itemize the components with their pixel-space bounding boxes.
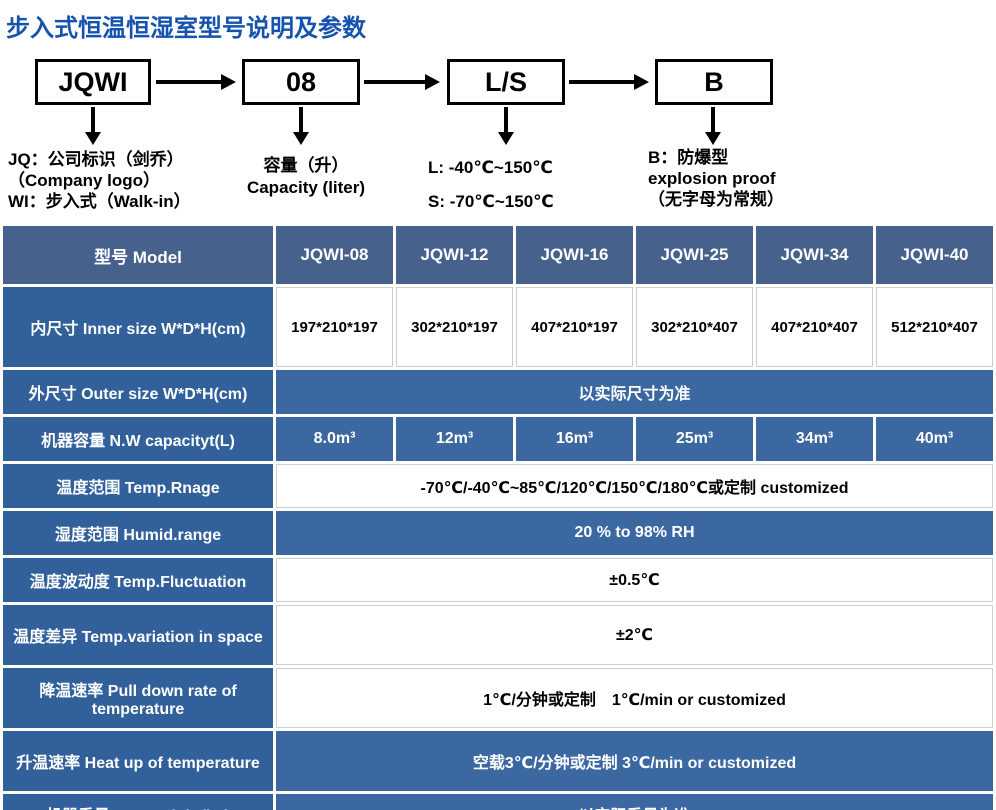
inner-size-value: 407*210*407 [756,287,873,367]
note-line: S: -70℃~150℃ [428,192,554,211]
note-line: （Company logo） [8,171,161,190]
row-label-pull-down-rate: 降温速率 Pull down rate of temperature [3,668,273,728]
row-label-partial: 机器重量 N.W weight(kg) [3,794,273,810]
table-row-partial: 机器重量 N.W weight(kg) 以实际重量为准 [3,794,993,810]
capacity-value: 8.0m³ [276,417,393,461]
pull-down-rate-value: 1℃/分钟或定制 1℃/min or customized [276,668,993,728]
note-line: （无字母为常规） [648,190,784,209]
row-label-humidity-range: 湿度范围 Humid.range [3,511,273,555]
row-label-inner-size: 内尺寸 Inner size W*D*H(cm) [3,287,273,367]
row-label-temp-fluctuation: 温度波动度 Temp.Fluctuation [3,558,273,602]
table-row-heat-up-rate: 升温速率 Heat up of temperature 空载3℃/分钟或定制 3… [3,731,993,791]
down-arrow-icon [85,107,101,145]
note-line: explosion proof [648,169,776,188]
flow-arrow-icon [156,74,236,90]
table-row-capacity: 机器容量 N.W capacityt(L) 8.0m³ 12m³ 16m³ 25… [3,417,993,461]
row-label-heat-up-rate: 升温速率 Heat up of temperature [3,731,273,791]
note-line: Capacity (liter) [246,178,366,197]
capacity-value: 34m³ [756,417,873,461]
table-row-outer-size: 外尺寸 Outer size W*D*H(cm) 以实际尺寸为准 [3,370,993,414]
table-row-temp-variation: 温度差异 Temp.variation in space ±2℃ [3,605,993,665]
table-row-temp-fluctuation: 温度波动度 Temp.Fluctuation ±0.5℃ [3,558,993,602]
note-line: L: -40℃~150℃ [428,158,553,177]
heat-up-rate-value: 空载3℃/分钟或定制 3℃/min or customized [276,731,993,791]
flow-arrow-icon [569,74,649,90]
model-column-header: JQWI-12 [396,226,513,284]
page-title: 步入式恒温恒湿室型号说明及参数 [6,15,366,42]
inner-size-value: 407*210*197 [516,287,633,367]
table-row-inner-size: 内尺寸 Inner size W*D*H(cm) 197*210*197 302… [3,287,993,367]
column-header-model: 型号 Model [3,226,273,284]
inner-size-value: 197*210*197 [276,287,393,367]
down-arrow-icon [498,107,514,145]
row-label-temp-variation: 温度差异 Temp.variation in space [3,605,273,665]
inner-size-value: 302*210*407 [636,287,753,367]
model-column-header: JQWI-40 [876,226,993,284]
table-header-row: 型号 Model JQWI-08 JQWI-12 JQWI-16 JQWI-25… [3,226,993,284]
table-row-pull-down-rate: 降温速率 Pull down rate of temperature 1℃/分钟… [3,668,993,728]
model-column-header: JQWI-34 [756,226,873,284]
note-line: JQ：公司标识（剑乔） [8,150,184,169]
row-label-capacity: 机器容量 N.W capacityt(L) [3,417,273,461]
model-code-box-temp-class: L/S [447,59,565,105]
model-column-header: JQWI-08 [276,226,393,284]
table-row-temp-range: 温度范围 Temp.Rnage -70℃/-40℃~85℃/120℃/150℃/… [3,464,993,508]
temp-variation-value: ±2℃ [276,605,993,665]
model-code-diagram: JQWI 08 L/S B JQ：公司标识（剑乔） （Company logo）… [0,47,996,223]
temp-range-value: -70℃/-40℃~85℃/120℃/150℃/180℃或定制 customiz… [276,464,993,508]
note-line: 容量（升） [263,156,349,175]
row-label-outer-size: 外尺寸 Outer size W*D*H(cm) [3,370,273,414]
spec-table: 型号 Model JQWI-08 JQWI-12 JQWI-16 JQWI-25… [0,223,996,810]
down-arrow-icon [293,107,309,145]
note-line: WI：步入式（Walk-in） [8,192,191,211]
note-capacity: 容量（升） Capacity (liter) [224,155,388,199]
row-label-temp-range: 温度范围 Temp.Rnage [3,464,273,508]
down-arrow-icon [705,107,721,145]
capacity-value: 16m³ [516,417,633,461]
temp-fluctuation-value: ±0.5℃ [276,558,993,602]
model-code-box-company: JQWI [35,59,151,105]
outer-size-value: 以实际尺寸为准 [276,370,993,414]
humidity-range-value: 20 % to 98% RH [276,511,993,555]
table-row-humidity-range: 湿度范围 Humid.range 20 % to 98% RH [3,511,993,555]
capacity-value: 25m³ [636,417,753,461]
model-column-header: JQWI-16 [516,226,633,284]
inner-size-value: 302*210*197 [396,287,513,367]
model-code-box-capacity: 08 [242,59,360,105]
note-line: B：防爆型 [648,148,729,167]
model-column-header: JQWI-25 [636,226,753,284]
flow-arrow-icon [364,74,440,90]
note-company-logo: JQ：公司标识（剑乔） （Company logo） WI：步入式（Walk-i… [8,149,191,212]
note-explosion-proof: B：防爆型 explosion proof （无字母为常规） [648,147,784,210]
inner-size-value: 512*210*407 [876,287,993,367]
capacity-value: 40m³ [876,417,993,461]
capacity-value: 12m³ [396,417,513,461]
note-temp-class: L: -40℃~150℃ S: -70℃~150℃ [428,151,554,219]
model-code-box-option: B [655,59,773,105]
partial-row-value: 以实际重量为准 [276,794,993,810]
